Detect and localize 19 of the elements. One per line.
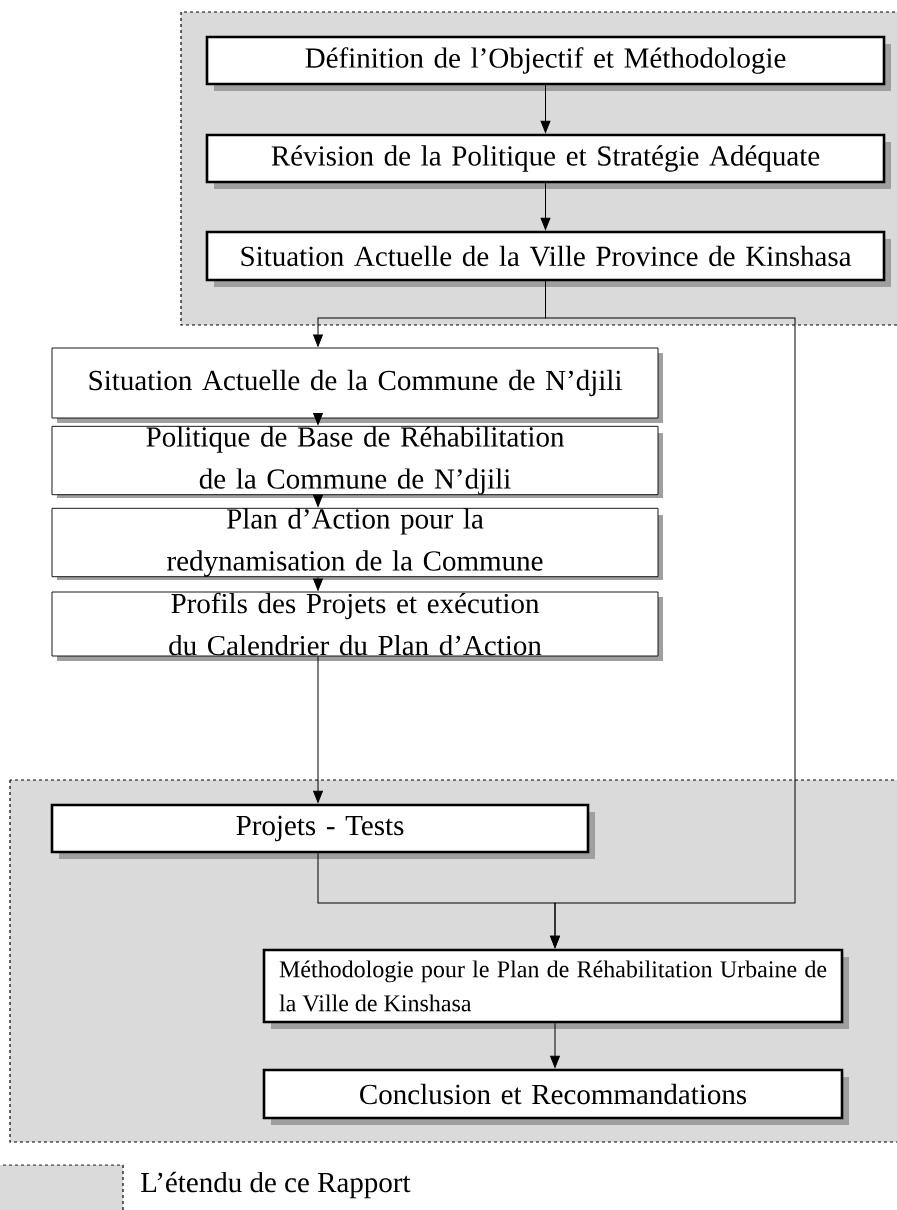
arrow [313, 494, 323, 507]
arrow [313, 412, 323, 425]
process-box: Plan d’Action pour la redynamisation de la Commune [51, 507, 663, 580]
process-box: Révision de la Politique et Stratégie Adéquate [205, 133, 891, 189]
process-box: Situation Actuelle de la Ville Province de Kinshasa [205, 230, 891, 287]
arrow [540, 84, 551, 133]
process-box: Définition de l’Objectif et Méthodologie [205, 35, 891, 91]
process-box: Politique de Base de Réhabilitation de la Commune de N’djili [51, 425, 663, 498]
arrow [313, 576, 323, 591]
arrow [313, 655, 323, 803]
arrow [550, 1022, 560, 1068]
process-box: Conclusion et Recommandations [262, 1068, 849, 1125]
legend-label: L’étendu de ce Rapport [141, 1171, 411, 1199]
process-box: Projets - Tests [50, 803, 595, 859]
arrow [317, 852, 560, 948]
process-box: Profils des Projets et exécution du Calendrier du Plan d’Action [51, 591, 663, 661]
process-box: Situation Actuelle de la Commune de N’djili [51, 347, 663, 423]
process-box: Méthodologie pour le Plan de Réhabilitation Urbaine de la Ville de Kinshasa [262, 948, 849, 1029]
arrow [540, 182, 551, 230]
